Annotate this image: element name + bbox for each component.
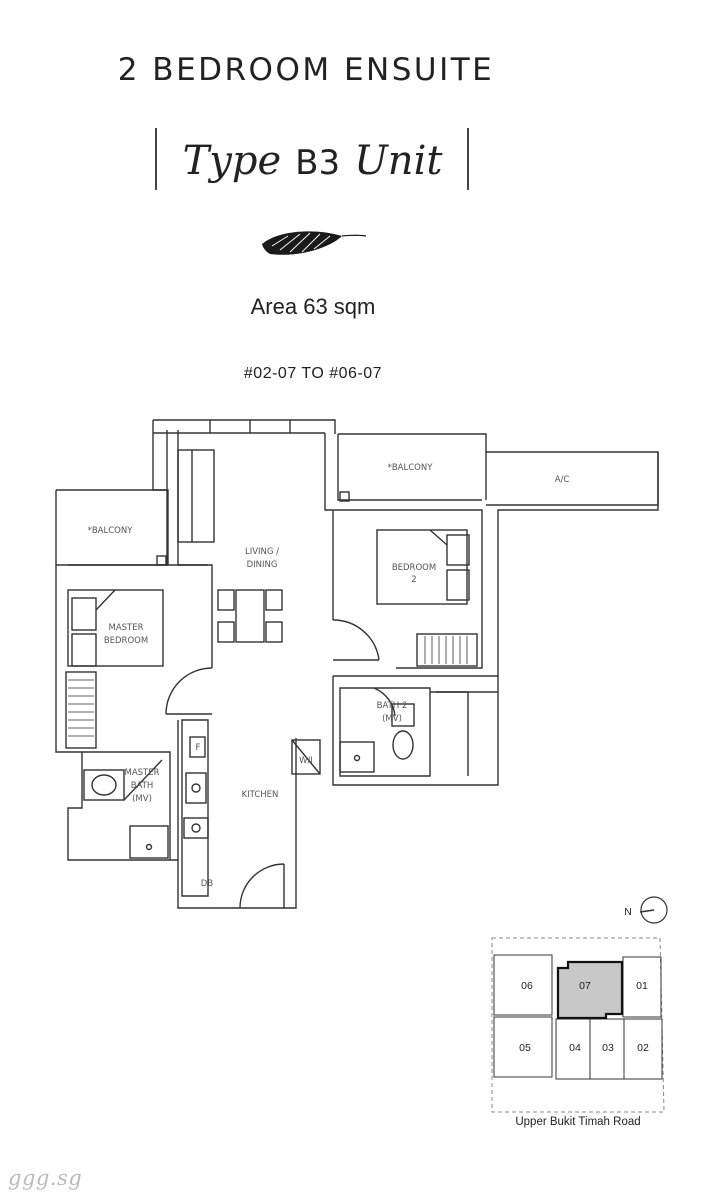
- bath2-label-line2: (MV): [382, 714, 402, 724]
- key-plan-unit-04: 04: [569, 1042, 581, 1054]
- balcony-right-label: *BALCONY: [388, 463, 434, 473]
- db-label: DB: [201, 879, 214, 889]
- compass-north-label: N: [624, 906, 632, 918]
- unit-area: Area 63 sqm: [250, 294, 376, 319]
- key-plan-unit-07: 07: [579, 980, 591, 992]
- master-bedroom-label-line1: MASTER: [108, 623, 143, 633]
- leaf-icon: [262, 231, 367, 255]
- bedroom2-label-line1: BEDROOM: [392, 563, 436, 573]
- ac-ledge-label: A/C: [555, 475, 570, 485]
- unit-numbers: #02-07 TO #06-07: [243, 365, 383, 382]
- compass-icon: [640, 896, 668, 924]
- bath2-label-line1: BATH 2: [377, 701, 408, 711]
- key-plan-unit-06: 06: [521, 980, 533, 992]
- key-plan-unit-05: 05: [519, 1042, 531, 1054]
- watermark-text: ggg.sg: [8, 1166, 83, 1190]
- unit-type-code: B3: [295, 143, 341, 183]
- master-bedroom-label-line2: BEDROOM: [104, 636, 148, 646]
- key-plan-unit-02: 02: [637, 1042, 649, 1054]
- master-bath-label-line3: (MV): [132, 794, 152, 804]
- master-bath-label-line2: BATH: [131, 781, 154, 791]
- key-plan: 06 07 01 05 04 03 02: [491, 937, 665, 1113]
- master-bath-label-line1: MASTER: [124, 768, 159, 778]
- kitchen-label: KITCHEN: [242, 790, 279, 800]
- title-divider-left: [155, 128, 157, 190]
- living-label-line2: DINING: [247, 560, 278, 570]
- unit-type-heading: Type B3 Unit: [160, 138, 465, 194]
- plan-walls: [55, 419, 659, 909]
- key-plan-unit-01: 01: [636, 980, 648, 992]
- plan-title: 2 BEDROOM ENSUITE: [117, 52, 495, 88]
- compass-needle: [639, 909, 655, 913]
- unit-type-word: Type: [182, 138, 282, 184]
- title-divider-right: [467, 128, 469, 190]
- bedroom2-label-line2: 2: [411, 575, 416, 585]
- unit-word: Unit: [354, 138, 443, 184]
- living-label-line1: LIVING /: [245, 547, 279, 557]
- fridge-label: F: [196, 743, 201, 753]
- road-name-label: Upper Bukit Timah Road: [515, 1116, 641, 1128]
- key-plan-unit-03: 03: [602, 1042, 614, 1054]
- walk-in-label: W/I: [299, 756, 313, 766]
- key-plan-highlighted-unit: [556, 960, 624, 1020]
- balcony-left-label: *BALCONY: [88, 526, 134, 536]
